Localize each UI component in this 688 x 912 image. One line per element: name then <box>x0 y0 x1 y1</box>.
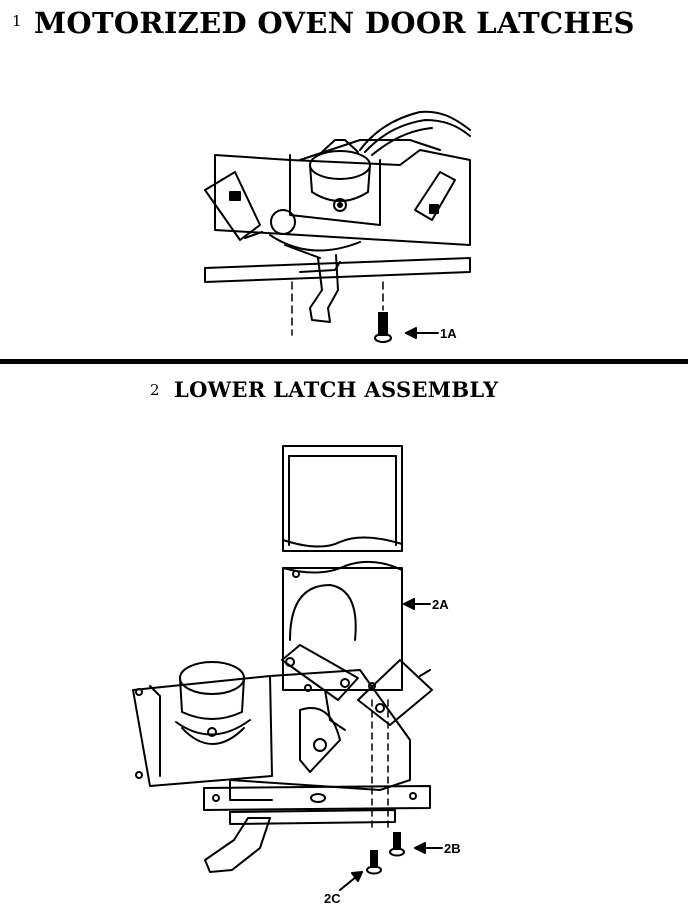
wire-harness <box>359 110 471 156</box>
arrow-2a <box>403 598 431 610</box>
right-switch <box>414 171 456 221</box>
switch-left-2 <box>281 644 359 731</box>
arrow-2b <box>414 842 443 854</box>
guide-lines-2 <box>371 699 389 831</box>
lower-plate <box>204 257 471 283</box>
guide-lines <box>291 281 384 336</box>
callout-2b: 2B <box>444 841 461 856</box>
upper-channel <box>282 445 403 552</box>
motor-housing <box>309 139 371 212</box>
arrow-2c <box>339 871 363 891</box>
arrow-1a <box>405 327 439 339</box>
callout-2c: 2C <box>324 891 341 906</box>
section-2-number: 2 <box>150 381 160 399</box>
section-2-title: LOWER LATCH ASSEMBLY <box>174 377 499 402</box>
latch-bracket <box>214 139 471 246</box>
latch-body <box>229 669 411 801</box>
callout-2a: 2A <box>432 597 449 612</box>
screw-2c <box>366 850 382 875</box>
section-divider <box>0 359 688 364</box>
section-1-number: 1 <box>12 12 22 30</box>
left-switch <box>204 171 263 241</box>
motor <box>175 661 251 745</box>
cam-wheel <box>269 209 361 252</box>
latch-hook-2 <box>204 817 271 873</box>
lower-plate-2 <box>203 785 431 825</box>
motor-bracket <box>132 675 273 787</box>
switch-right-2 <box>357 659 433 726</box>
callout-1a: 1A <box>440 326 457 341</box>
screw-2b <box>389 832 405 857</box>
channel-2a <box>282 560 403 691</box>
latch-hook <box>284 244 339 323</box>
screw-1a <box>374 312 392 343</box>
section-1-title: MOTORIZED OVEN DOOR LATCHES <box>34 6 635 40</box>
